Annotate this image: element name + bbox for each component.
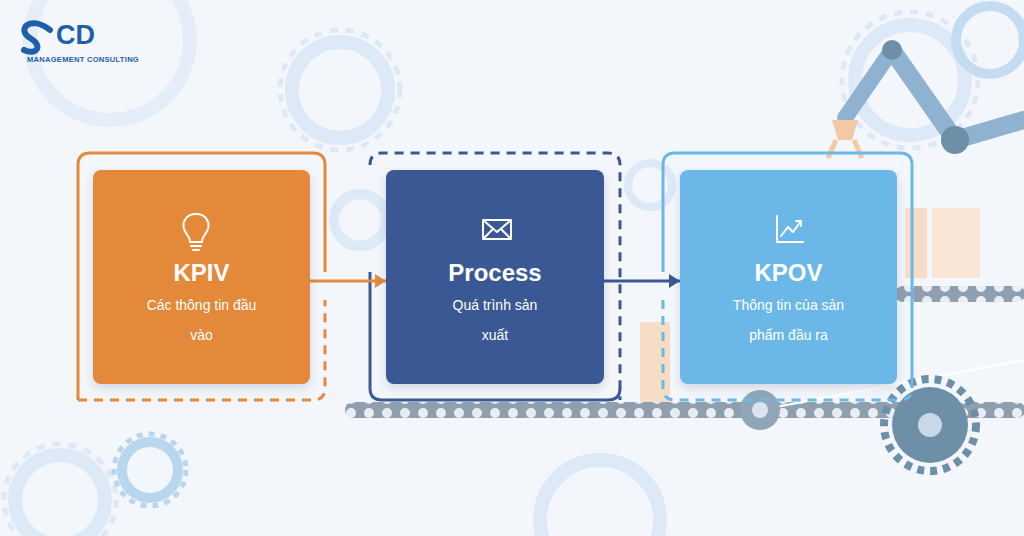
box-title: Process bbox=[448, 258, 541, 288]
box-title: KPOV bbox=[754, 258, 822, 288]
box-description: Các thông tin đầu vào bbox=[146, 290, 258, 350]
process-box: KPIVCác thông tin đầu vào bbox=[93, 170, 310, 384]
process-box: ProcessQuá trình sản xuất bbox=[386, 170, 604, 384]
flow-arrow bbox=[604, 274, 680, 288]
bulb-icon bbox=[184, 214, 209, 250]
flow-arrow bbox=[310, 274, 386, 288]
box-description: Thông tin của sản phẩm đầu ra bbox=[719, 290, 859, 350]
box-title: KPIV bbox=[173, 258, 229, 288]
process-box: KPOVThông tin của sản phẩm đầu ra bbox=[680, 170, 897, 384]
box-description: Quá trình sản xuất bbox=[445, 290, 545, 350]
logo-text: CD bbox=[56, 22, 95, 49]
mail-icon bbox=[483, 220, 511, 239]
chart-icon bbox=[777, 216, 803, 242]
logo-subtitle: MANAGEMENT CONSULTING bbox=[27, 56, 139, 64]
